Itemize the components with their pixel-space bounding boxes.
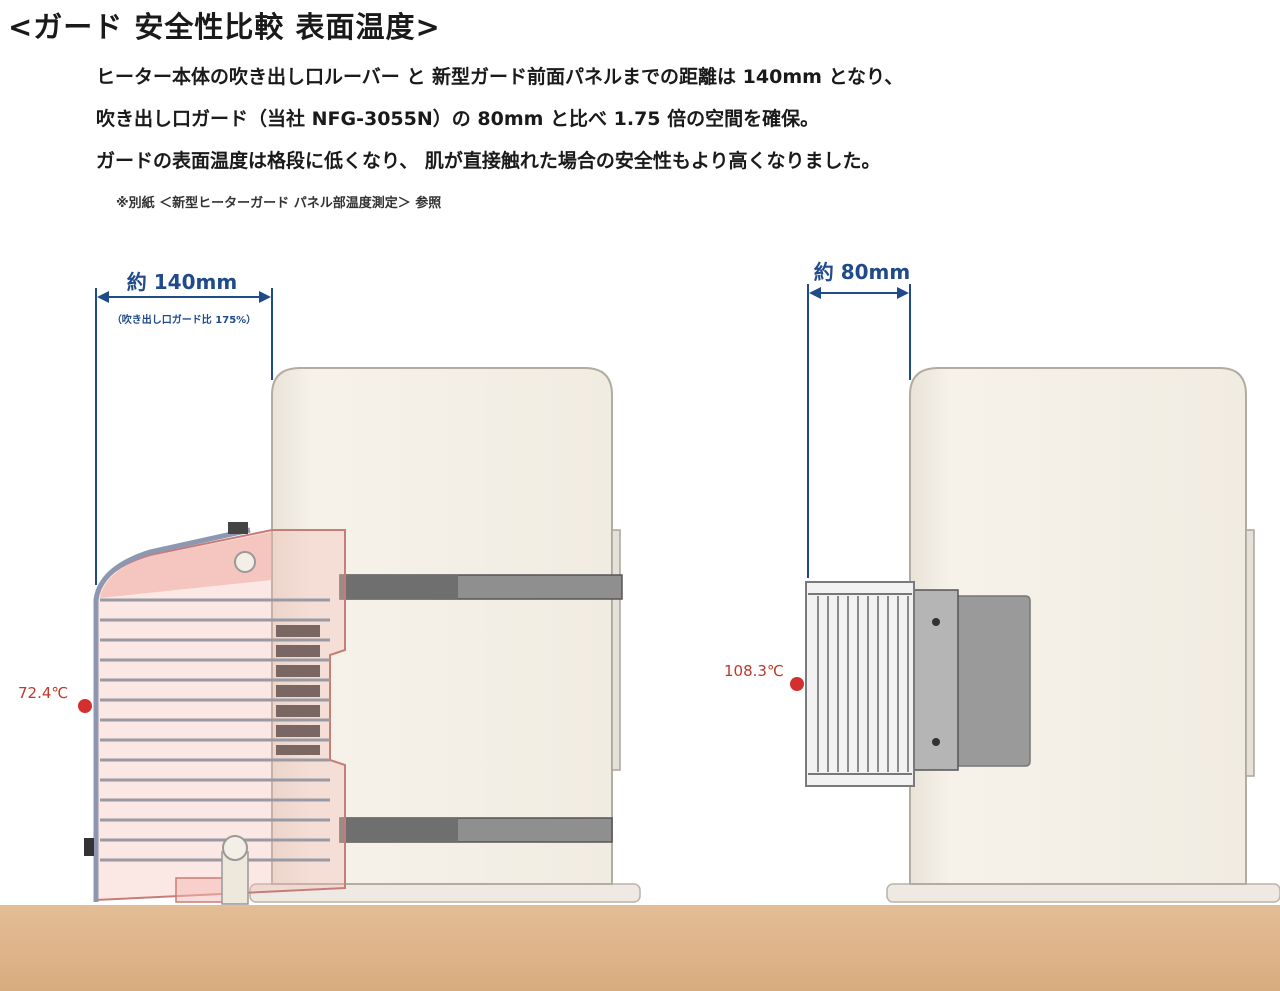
left-distance-label: 約 140mm xyxy=(127,270,237,294)
right-guard xyxy=(805,581,915,787)
right-back-panel xyxy=(954,595,1031,767)
left-top-knob xyxy=(228,522,248,534)
left-temperature-label: 72.4℃ xyxy=(18,684,68,702)
left-heater: 約 140mm （吹き出し口ガード比 175%） 72.4℃ xyxy=(18,270,641,905)
right-dim-arrowhead-right xyxy=(897,287,909,299)
right-base-plate xyxy=(886,883,1280,903)
left-temperature-dot xyxy=(78,699,92,713)
description-line-3: ガードの表面温度は格段に低くなり、 肌が直接触れた場合の安全性もより高くなりまし… xyxy=(96,150,881,172)
left-side-latch xyxy=(84,838,94,856)
floor xyxy=(0,905,1280,991)
right-temperature-dot xyxy=(790,677,804,691)
right-heater: 約 80mm 108.3℃ xyxy=(724,260,1280,903)
left-guard-rods xyxy=(100,598,330,862)
right-guard-rods xyxy=(817,596,909,772)
right-distance-label: 約 80mm xyxy=(814,260,910,284)
right-dim-arrowhead-left xyxy=(809,287,821,299)
description-line-2: 吹き出し口ガード（当社 NFG-3055N）の 80mm と比べ 1.75 倍の… xyxy=(96,108,820,130)
left-dim-arrowhead-left xyxy=(97,291,109,303)
right-bracket-screw-top xyxy=(932,618,940,626)
left-dim-arrowhead-right xyxy=(259,291,271,303)
left-upper-bar-dark xyxy=(340,575,458,599)
page-title: <ガード 安全性比較 表面温度> xyxy=(8,10,441,44)
left-guard-top xyxy=(100,532,272,598)
description-line-1: ヒーター本体の吹き出し口ルーバー と 新型ガード前面パネルまでの距離は 140m… xyxy=(96,66,904,88)
left-round-knob xyxy=(234,551,256,573)
right-bracket-screw-bottom xyxy=(932,738,940,746)
right-side-handle xyxy=(1245,529,1255,777)
left-heater-body xyxy=(271,367,613,885)
left-louver xyxy=(276,625,320,755)
left-lower-bar-dark xyxy=(340,818,458,842)
reference-note: ※別紙 ＜新型ヒーターガード パネル部温度測定＞ 参照 xyxy=(116,196,442,211)
left-foot xyxy=(175,877,227,903)
left-distance-sublabel: （吹き出し口ガード比 175%） xyxy=(112,313,256,326)
left-side-handle xyxy=(611,529,621,771)
left-front-panel-edge xyxy=(93,527,251,902)
right-temperature-label: 108.3℃ xyxy=(724,662,784,680)
left-stand-knob xyxy=(222,835,248,861)
